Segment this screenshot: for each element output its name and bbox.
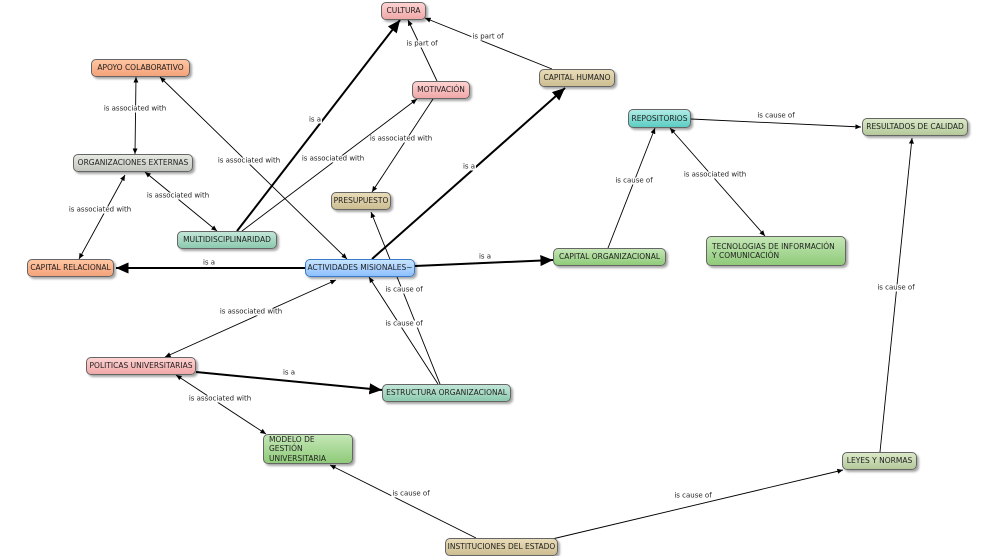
label-act-capitalhumano: is a (461, 162, 477, 171)
label-leyes-resultados: is cause of (876, 283, 916, 292)
edge-instituciones-modelo (329, 464, 477, 539)
node-capital-relacional[interactable]: CAPITAL RELACIONAL (27, 259, 114, 277)
edge-estructura-act (368, 276, 439, 385)
label-act-relacional: is a (201, 258, 217, 267)
node-apoyo-colaborativo[interactable]: APOYO COLABORATIVO (91, 59, 190, 77)
label-estructura-act: is cause of (384, 285, 424, 294)
label-motivacion-cultura: is part of (405, 39, 439, 48)
node-politicas-universitarias[interactable]: POLITICAS UNIVERSITARIAS (86, 357, 196, 375)
edge-act-capitalorg (414, 254, 554, 267)
node-capital-humano[interactable]: CAPITAL HUMANO (539, 69, 615, 87)
node-estructura-organizacional[interactable]: ESTRUCTURA ORGANIZACIONAL (382, 384, 511, 402)
node-tecnologias[interactable]: TECNOLOGIAS DE INFORMACIÓN Y COMUNICACIÓ… (706, 236, 846, 266)
node-organizaciones-externas[interactable]: ORGANIZACIONES EXTERNAS (73, 154, 193, 172)
label-politicas-act: is associated with (218, 307, 284, 316)
edge-motivacion-cultura (407, 19, 438, 82)
label-apoyo-org: is associated with (102, 104, 168, 113)
label-multi-cultura: is a (307, 115, 323, 124)
edge-apoyo-org (132, 76, 139, 155)
node-repositorios[interactable]: REPOSITORIOS (628, 109, 691, 128)
label-estructura-presupuesto: is cause of (384, 319, 424, 328)
edge-capitalhumano-cultura (424, 17, 553, 70)
label-capitalhumano-cultura: is part of (471, 32, 505, 41)
node-cultura[interactable]: CULTURA (381, 2, 426, 20)
node-presupuesto[interactable]: PRESUPUESTO (331, 192, 391, 210)
edge-act-capitalhumano (371, 87, 566, 260)
edge-politicas-act (164, 279, 337, 358)
edge-repos-resultados (690, 118, 862, 130)
edge-leyes-resultados (879, 137, 914, 453)
edge-relacional-org (78, 174, 126, 260)
edge-estructura-presupuesto (370, 211, 441, 385)
label-motivacion-presupuesto: is associated with (368, 134, 434, 143)
edge-politicas-modelo (175, 374, 267, 435)
label-capitalorg-repos: is cause of (614, 176, 654, 185)
edge-multi-motivacion (241, 98, 418, 232)
edge-instituciones-leyes (547, 468, 844, 541)
label-apoyo-act: is associated with (216, 156, 282, 165)
label-relacional-org: is associated with (67, 205, 133, 214)
node-leyes-normas[interactable]: LEYES Y NORMAS (842, 452, 917, 470)
node-resultados-calidad[interactable]: RESULTADOS DE CALIDAD (862, 118, 968, 136)
edge-motivacion-presupuesto (371, 98, 434, 193)
edge-capitalorg-repos (607, 127, 656, 249)
label-instituciones-modelo: is cause of (391, 489, 431, 498)
label-tecnologias-repos: is associated with (682, 170, 748, 179)
label-org-multi: is associated with (145, 191, 211, 200)
node-motivacion[interactable]: MOTIVACIÓN (412, 81, 470, 99)
label-act-capitalorg: is a (477, 252, 493, 261)
node-modelo-gestion[interactable]: MODELO DE GESTIÓN UNIVERSITARIA (263, 434, 353, 464)
label-repos-resultados: is cause of (756, 111, 796, 120)
node-multidisciplinaridad[interactable]: MULTIDISCIPLINARIDAD (177, 231, 277, 249)
node-capital-organizacional[interactable]: CAPITAL ORGANIZACIONAL (553, 248, 666, 266)
label-instituciones-leyes: is cause of (673, 491, 713, 500)
node-instituciones-estado[interactable]: INSTITUCIONES DEL ESTADO (445, 538, 558, 556)
label-multi-motivacion: is associated with (300, 154, 366, 163)
node-actividades-misionales[interactable]: ACTIVIDADES MISIONALES~ (305, 259, 415, 277)
edge-org-multi (144, 171, 218, 232)
edge-apoyo-act (159, 76, 348, 260)
edge-tecnologias-repos (669, 127, 766, 237)
label-politicas-estructura: is a (281, 368, 297, 377)
label-politicas-modelo: is associated with (187, 394, 253, 403)
